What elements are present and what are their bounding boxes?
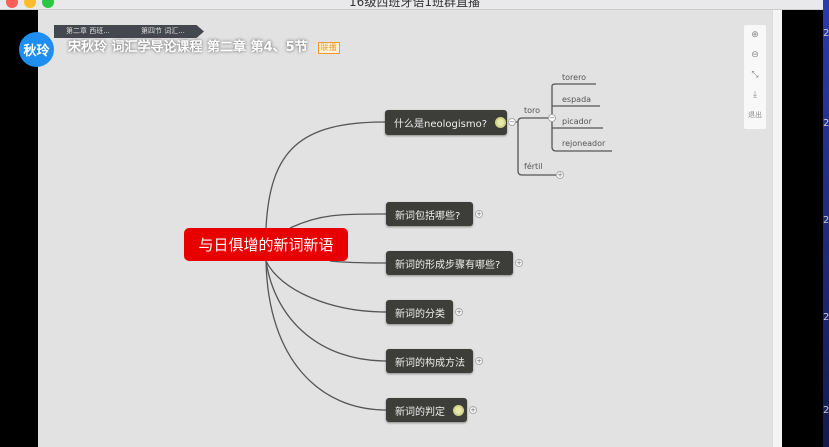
sub-node-toro[interactable]: toro — [524, 106, 541, 115]
mindmap-canvas[interactable] — [38, 10, 772, 447]
expand-icon[interactable]: + — [455, 308, 463, 316]
breadcrumb-item[interactable]: 第二章 西班... — [66, 27, 110, 35]
branch-label: 新词包括哪些? — [395, 210, 461, 222]
branch-label: 新词的判定 — [395, 406, 445, 418]
zoom-in-icon[interactable]: ⊕ — [751, 30, 759, 40]
live-badge: 联播 — [317, 42, 340, 54]
breadcrumb: 第二章 西班... 第四节 词汇... — [54, 25, 204, 38]
window-titlebar: 16级西班牙语1班群直播 — [0, 0, 829, 10]
leaf-node[interactable]: rejoneador — [562, 139, 606, 148]
side-label: 20 — [823, 312, 829, 323]
leaf-node[interactable]: espada — [562, 95, 592, 104]
breadcrumb-item[interactable]: 第四节 词汇... — [141, 27, 185, 35]
avatar: 秋玲 — [19, 32, 54, 67]
course-title: 宋秋玲 词汇学导论课程 第二章 第4、5节 — [68, 40, 308, 55]
expand-icon[interactable]: + — [515, 259, 523, 267]
fit-icon[interactable]: ⤡ — [751, 70, 759, 80]
branch-label: 什么是neologismo? — [394, 119, 488, 130]
side-panel: 20 20 20 20 20 — [823, 0, 829, 447]
course-header: 宋秋玲 词汇学导论课程 第二章 第4、5节 联播 — [68, 40, 340, 56]
maximize-window-button[interactable] — [42, 0, 54, 8]
close-window-button[interactable] — [6, 0, 18, 8]
branch-label: 新词的构成方法 — [395, 357, 465, 369]
right-strip — [772, 10, 782, 447]
branch-node[interactable]: 新词的判定 — [386, 398, 467, 422]
side-label: 20 — [823, 215, 829, 226]
download-icon[interactable]: ⤓ — [753, 90, 757, 100]
note-icon[interactable] — [453, 404, 464, 416]
exit-button[interactable]: 退出 — [748, 111, 762, 119]
collapse-icon[interactable]: − — [548, 114, 556, 122]
note-icon[interactable] — [495, 117, 507, 128]
window-title: 16级西班牙语1班群直播 — [349, 0, 480, 9]
branch-node[interactable]: 新词的构成方法 — [386, 349, 473, 373]
expand-icon[interactable]: + — [469, 406, 477, 414]
branch-label: 新词的分类 — [395, 308, 445, 320]
left-black-bar — [0, 10, 38, 447]
mindmap-toolbar: ⊕ ⊖ ⤡ ⤓ 退出 — [744, 25, 766, 129]
branch-node[interactable]: 新词的分类 — [386, 300, 453, 324]
side-label: 20 — [823, 118, 829, 129]
expand-icon[interactable]: + — [475, 210, 483, 218]
sub-node-fertil[interactable]: fértil — [524, 162, 543, 171]
leaf-node[interactable]: torero — [562, 73, 587, 82]
branch-label: 新词的形成步骤有哪些? — [395, 259, 501, 271]
zoom-out-icon[interactable]: ⊖ — [751, 50, 759, 60]
branch-node[interactable]: 什么是neologismo? — [385, 110, 507, 135]
minimize-window-button[interactable] — [24, 0, 36, 8]
branch-node[interactable]: 新词的形成步骤有哪些? — [386, 251, 513, 275]
side-label: 20 — [823, 405, 829, 416]
expand-icon[interactable]: + — [556, 171, 564, 179]
side-label: 20 — [823, 28, 829, 39]
root-node[interactable]: 与日俱增的新词新语 — [184, 228, 348, 261]
expand-icon[interactable]: + — [475, 357, 483, 365]
branch-node[interactable]: 新词包括哪些? — [386, 202, 473, 226]
leaf-node[interactable]: picador — [562, 117, 592, 126]
collapse-icon[interactable]: − — [508, 118, 516, 126]
right-black-bar — [782, 10, 823, 447]
